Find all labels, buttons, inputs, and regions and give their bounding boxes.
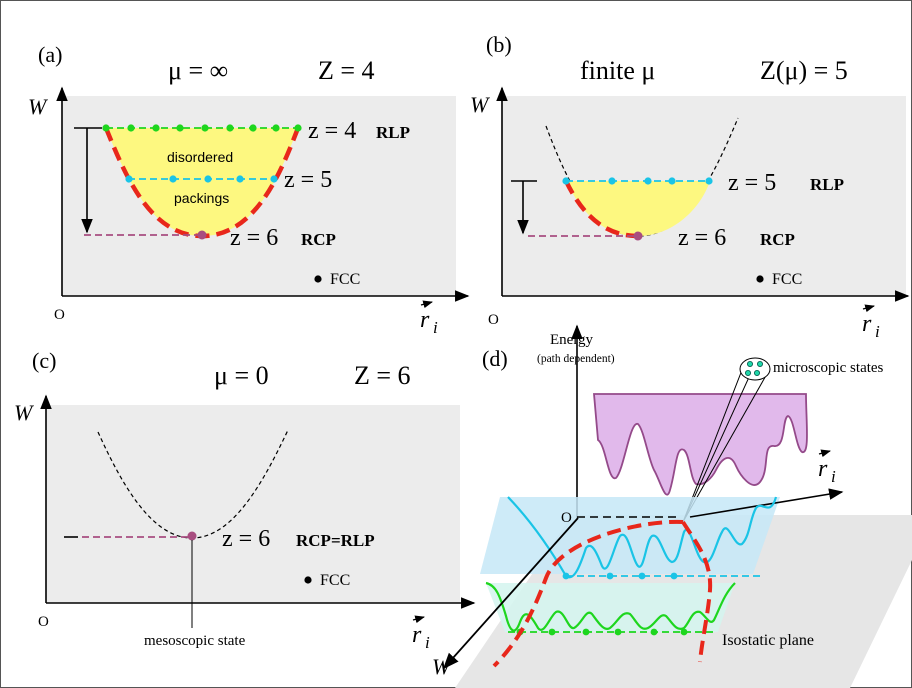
panel-a-region-text-2: packings: [174, 190, 229, 206]
panel-b-rlp-tag: RLP: [810, 175, 844, 194]
panel-d-red-envelope-right: [681, 520, 713, 663]
panel-c-background: [46, 405, 460, 603]
panel-a-z5-label: z = 5: [284, 167, 332, 193]
panel-c-fcc-label: FCC: [320, 572, 350, 589]
panel-c-rcp-dot: [187, 531, 197, 541]
panel-b-rcp-tag: RCP: [760, 230, 795, 249]
panel-c-tag-label: RCP=RLP: [296, 531, 375, 550]
panel-c-title-mu: μ = 0: [214, 361, 269, 390]
panel-b-z6-label: z = 6: [678, 225, 726, 251]
panel-d-tag: (d): [482, 346, 508, 371]
panel-d-red-envelope-left: [492, 519, 684, 668]
panel-d-purple-landscape: [593, 393, 808, 496]
panel-b-tag: (b): [486, 32, 512, 57]
panel-a-fcc-dot: [314, 275, 322, 283]
panel-b-cyan-dots: [562, 177, 713, 185]
panel-d-energy-label: Energy: [550, 332, 594, 348]
panel-c: (c) μ = 0 Z = 6 W O r i mesoscopic state…: [14, 348, 476, 652]
panel-d-green-landscape: [485, 581, 736, 632]
panel-c-tag: (c): [32, 348, 56, 373]
panel-d-zoom-line-3: [682, 369, 743, 523]
panel-a-green-dots: [102, 124, 302, 132]
panel-a-fcc-label: FCC: [330, 271, 360, 288]
panel-d-ri-axis: [689, 488, 844, 518]
panel-a-y-label: W: [28, 94, 48, 119]
panel-c-title-z: Z = 6: [354, 361, 411, 390]
panel-b: (b) finite μ Z(μ) = 5 W O r i z = 5 RLP …: [470, 32, 910, 341]
panel-d-green-sheet: [486, 583, 735, 632]
panel-a-tag: (a): [38, 42, 62, 67]
panel-d-energy-sub: (path dependent): [537, 353, 615, 365]
panel-b-disordered-region: [566, 181, 710, 236]
panel-a-cyan-dots: [125, 175, 278, 183]
panel-b-fcc-dot: [756, 275, 764, 283]
panel-b-background: [502, 96, 906, 296]
panel-b-rcp-dot: [633, 231, 643, 241]
panel-d-plane-label: Isostatic plane: [722, 632, 814, 649]
panel-b-fcc-label: FCC: [772, 271, 802, 288]
svg-text:r: r: [420, 307, 430, 333]
panel-d-zoom-line-2: [682, 363, 756, 523]
panel-b-origin: O: [488, 312, 499, 328]
panel-c-origin: O: [38, 614, 49, 630]
panel-a: (a) μ = ∞ Z = 4 W O r i disordered packi…: [28, 42, 470, 337]
panel-a-title-z: Z = 4: [318, 56, 375, 85]
panel-c-fcc-dot: [304, 576, 312, 584]
panel-a-rlp-tag: RLP: [376, 123, 410, 142]
panel-a-z4-label: z = 4: [308, 118, 356, 144]
panel-a-title-mu: μ = ∞: [168, 56, 228, 85]
panel-d-origin: O: [561, 510, 572, 526]
panel-a-rcp-tag: RCP: [301, 230, 336, 249]
panel-a-origin: O: [54, 307, 65, 323]
panel-d-cyan-dots: [562, 572, 678, 580]
panel-a-region-text-1: disordered: [167, 149, 233, 165]
panel-b-x-label: r i: [862, 304, 880, 341]
panel-d-cyan-landscape: [507, 496, 778, 579]
svg-text:i: i: [433, 318, 438, 337]
panel-b-y-label: W: [470, 92, 490, 117]
panel-a-rcp-dot: [197, 230, 207, 240]
panel-c-annotation: mesoscopic state: [144, 633, 246, 649]
panel-d-x-label: r i: [818, 449, 836, 486]
panel-c-x-label: r i: [412, 615, 430, 652]
panel-d-callout-label: microscopic states: [773, 360, 884, 376]
svg-text:i: i: [875, 322, 880, 341]
panel-d: (d) Energy (path dependent) microscopic …: [432, 324, 912, 688]
panel-d-blue-sheet: [480, 497, 780, 574]
panel-d-green-dots: [516, 628, 688, 636]
svg-text:r: r: [412, 622, 422, 648]
panel-d-w-label: W: [432, 654, 452, 679]
panel-a-x-label: r i: [420, 300, 438, 337]
svg-text:i: i: [831, 467, 836, 486]
panel-d-microstate-dots: [745, 360, 764, 376]
panel-d-callout-ellipse: [739, 357, 771, 381]
svg-text:r: r: [862, 311, 872, 337]
panel-d-w-axis: [442, 517, 579, 670]
svg-text:i: i: [425, 633, 430, 652]
panel-c-z6-label: z = 6: [222, 526, 270, 552]
panel-a-disordered-region: [106, 128, 298, 236]
panel-b-title-left: finite μ: [580, 56, 655, 85]
panel-a-z6-label: z = 6: [230, 225, 278, 251]
panel-b-z5-label: z = 5: [728, 170, 776, 196]
panel-b-title-right: Z(μ) = 5: [760, 56, 848, 85]
panel-c-y-label: W: [14, 400, 34, 425]
svg-text:r: r: [818, 456, 828, 482]
